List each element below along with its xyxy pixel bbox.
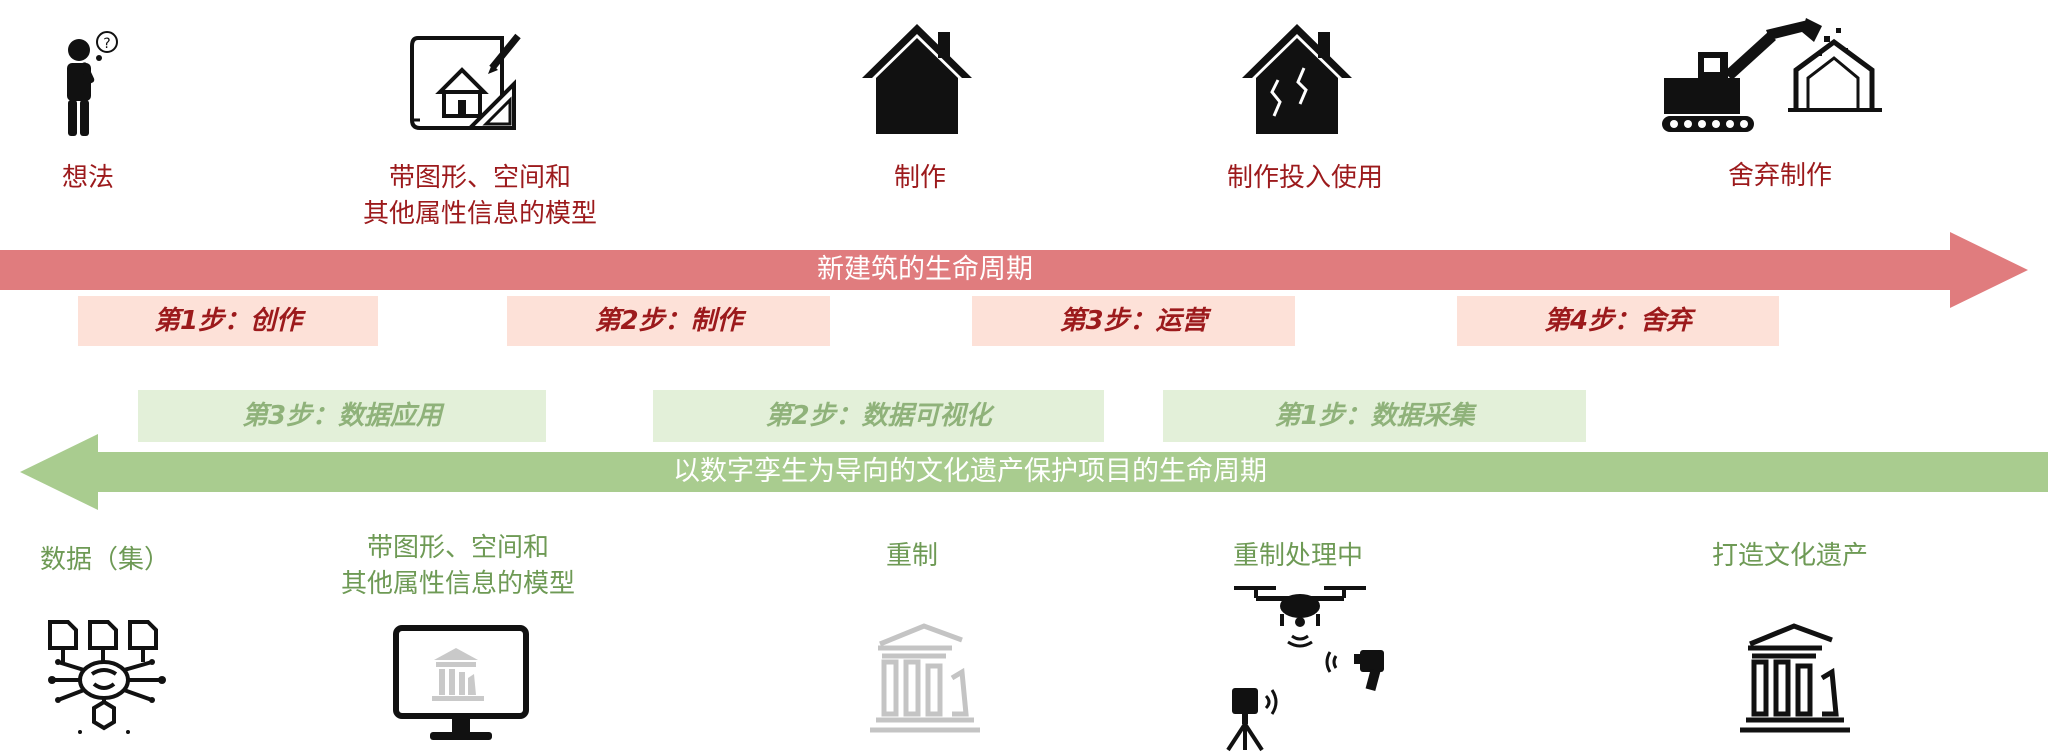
data-network-icon xyxy=(44,618,170,738)
cracked-house-icon xyxy=(1238,20,1356,138)
svg-text:?: ? xyxy=(103,36,110,52)
heritage-lifecycle-label: 以数字孪生为导向的文化遗产保护项目的生命周期 xyxy=(673,456,1267,487)
red-step-3: 第3步：运营 xyxy=(972,296,1295,346)
thinking-person-icon: ? xyxy=(55,28,125,140)
bottom-label-rebuild-processing: 重制处理中 xyxy=(1232,541,1363,571)
excavator-demolition-icon xyxy=(1658,12,1898,140)
green-step-data-collection: 第1步：数据采集 xyxy=(1163,390,1586,442)
green-step-data-application: 第3步：数据应用 xyxy=(138,390,546,442)
green-arrow-shape xyxy=(20,434,2048,510)
new-building-lifecycle-label: 新建筑的生命周期 xyxy=(817,254,1033,285)
bottom-label-dataset: 数据（集） xyxy=(39,545,170,575)
house-icon xyxy=(858,20,976,138)
top-label-in-use: 制作投入使用 xyxy=(1226,163,1383,193)
green-step-data-visualization: 第2步：数据可视化 xyxy=(653,390,1104,442)
temple-ruin-icon xyxy=(1736,620,1854,738)
bottom-label-rebuild: 重制 xyxy=(885,541,938,571)
top-label-idea: 想法 xyxy=(61,163,114,193)
red-step-2: 第2步：制作 xyxy=(507,296,830,346)
new-building-lifecycle-arrow xyxy=(0,230,2030,314)
heritage-lifecycle-arrow xyxy=(20,432,2048,516)
red-step-4: 第4步：舍弃 xyxy=(1457,296,1779,346)
bottom-label-model: 带图形、空间和 其他属性信息的模型 xyxy=(340,533,575,599)
temple-ruin-icon xyxy=(866,620,984,738)
top-label-build: 制作 xyxy=(893,163,946,193)
bottom-label-create-heritage: 打造文化遗产 xyxy=(1711,541,1868,571)
monitor-temple-icon xyxy=(392,624,530,748)
top-label-abandon: 舍弃制作 xyxy=(1727,161,1832,191)
red-arrow-shape xyxy=(0,232,2028,308)
drone-scanner-icon xyxy=(1220,580,1390,752)
red-step-1: 第1步：创作 xyxy=(78,296,378,346)
top-label-model: 带图形、空间和 其他属性信息的模型 xyxy=(362,163,597,229)
blueprint-house-icon xyxy=(410,28,526,140)
